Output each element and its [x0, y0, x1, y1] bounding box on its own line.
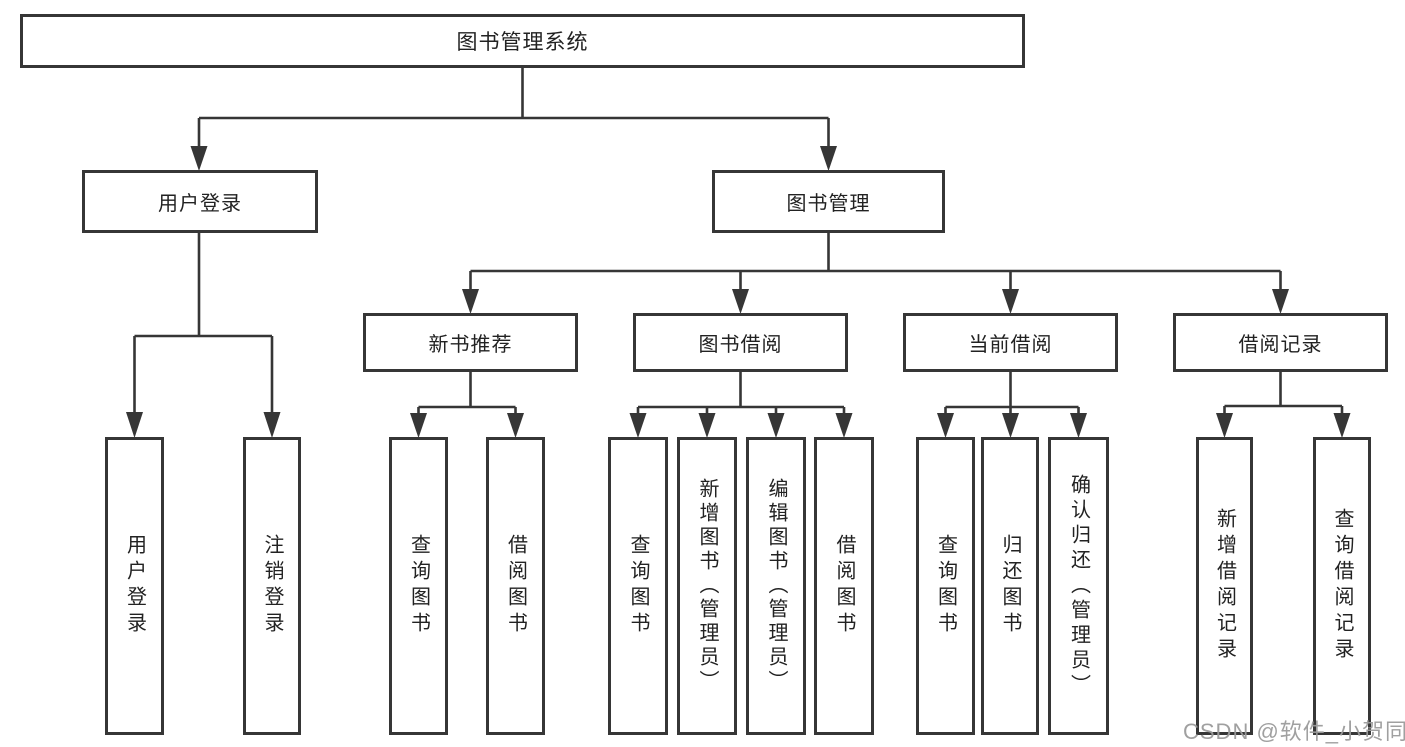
- node-book-borrow: 图书借阅: [633, 313, 848, 372]
- node-label: 查询图书: [407, 534, 430, 638]
- leaf-return-books: 归还图书: [981, 437, 1039, 735]
- node-label: 图书借阅: [698, 334, 783, 356]
- node-label: 用户登录: [123, 534, 146, 638]
- node-current-borrow: 当前借阅: [903, 313, 1118, 372]
- node-label: 借阅图书: [833, 534, 855, 638]
- leaf-query-books: 查询图书: [389, 437, 448, 735]
- node-label: 用户登录: [158, 193, 242, 215]
- arrowheads: [126, 146, 1351, 438]
- leaf-borrow-books: 借阅图书: [486, 437, 545, 735]
- node-label: 查询图书: [627, 534, 649, 638]
- node-label: 查询借阅记录: [1331, 508, 1353, 664]
- csdn-watermark: CSDN @软件_小贺同学: [1183, 719, 1405, 744]
- leaf-add-book-admin: 新增图书（管理员）: [677, 437, 737, 735]
- leaf-query-books: 查询图书: [916, 437, 975, 735]
- node-new-book-recommend: 新书推荐: [363, 313, 578, 372]
- node-label: 归还图书: [999, 534, 1021, 638]
- node-label: 当前借阅: [968, 334, 1053, 356]
- node-label: 确认归还（管理员）: [1067, 473, 1090, 699]
- leaf-query-borrow-record: 查询借阅记录: [1313, 437, 1371, 735]
- node-label: 图书管理: [786, 193, 871, 215]
- leaf-add-borrow-record: 新增借阅记录: [1196, 437, 1253, 735]
- node-borrow-records: 借阅记录: [1173, 313, 1388, 372]
- node-label: 注销登录: [261, 534, 283, 638]
- leaf-user-login: 用户登录: [105, 437, 164, 735]
- node-label: 借阅记录: [1238, 334, 1323, 356]
- node-user-login: 用户登录: [82, 170, 318, 233]
- node-library-management-system: 图书管理系统: [20, 14, 1025, 68]
- leaf-logout: 注销登录: [243, 437, 301, 735]
- node-label: 新增图书（管理员）: [696, 478, 718, 694]
- node-label: 编辑图书（管理员）: [765, 478, 787, 694]
- leaf-confirm-return-admin: 确认归还（管理员）: [1048, 437, 1109, 735]
- node-label: 新书推荐: [428, 334, 513, 356]
- leaf-edit-book-admin: 编辑图书（管理员）: [746, 437, 806, 735]
- node-label: 借阅图书: [504, 534, 527, 638]
- leaf-borrow-books: 借阅图书: [814, 437, 874, 735]
- node-book-management: 图书管理: [712, 170, 945, 233]
- node-label: 新增借阅记录: [1213, 508, 1236, 664]
- node-label: 查询图书: [934, 534, 957, 638]
- node-label: 图书管理系统: [456, 31, 589, 54]
- leaf-query-books: 查询图书: [608, 437, 668, 735]
